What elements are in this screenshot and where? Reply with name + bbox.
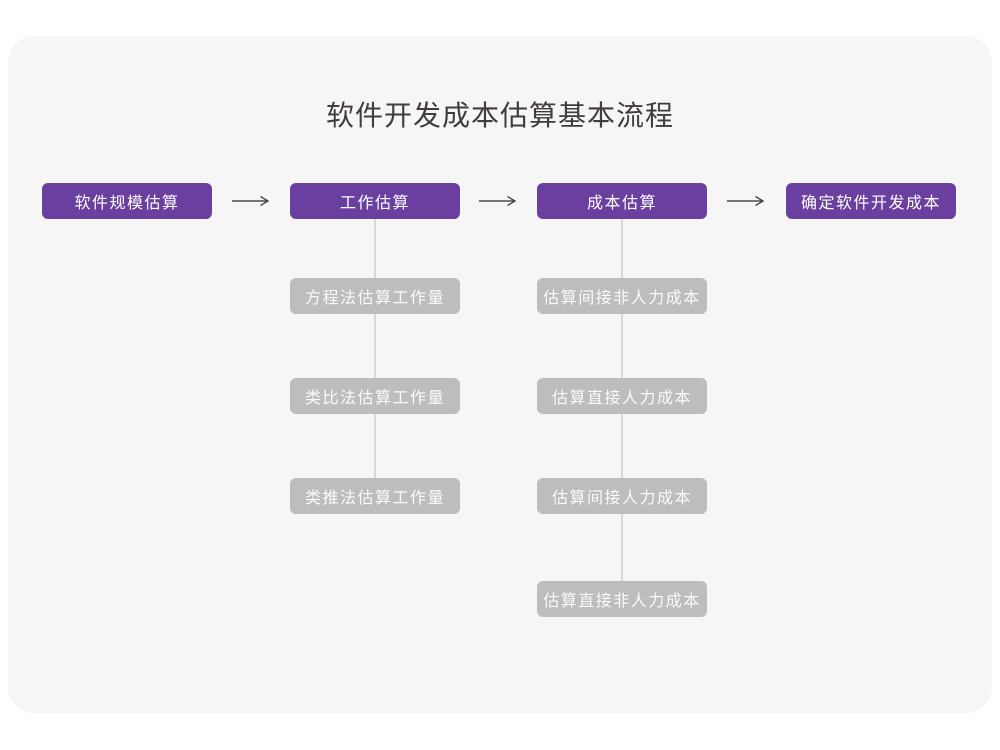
right-arrow-icon [232,195,270,207]
sub-node-indirect-labor-cost: 估算间接人力成本 [537,478,707,514]
diagram-title: 软件开发成本估算基本流程 [325,100,674,131]
sub-node-analogy-method: 类比法估算工作量 [290,378,460,414]
sub-node-equation-method: 方程法估算工作量 [290,278,460,314]
flow-node-software-size-estimation: 软件规模估算 [42,183,212,219]
diagram-card [8,36,992,713]
flow-node-work-estimation: 工作估算 [290,183,460,219]
sub-node-inference-method: 类推法估算工作量 [290,478,460,514]
right-arrow-icon [479,195,517,207]
sub-node-direct-nonlabor-cost: 估算直接非人力成本 [537,581,707,617]
sub-node-direct-labor-cost: 估算直接人力成本 [537,378,707,414]
sub-node-indirect-nonlabor-cost: 估算间接非人力成本 [537,278,707,314]
flow-node-determine-development-cost: 确定软件开发成本 [786,183,956,219]
right-arrow-icon [727,195,765,207]
flow-node-cost-estimation: 成本估算 [537,183,707,219]
connector-line-work-column [374,218,376,478]
